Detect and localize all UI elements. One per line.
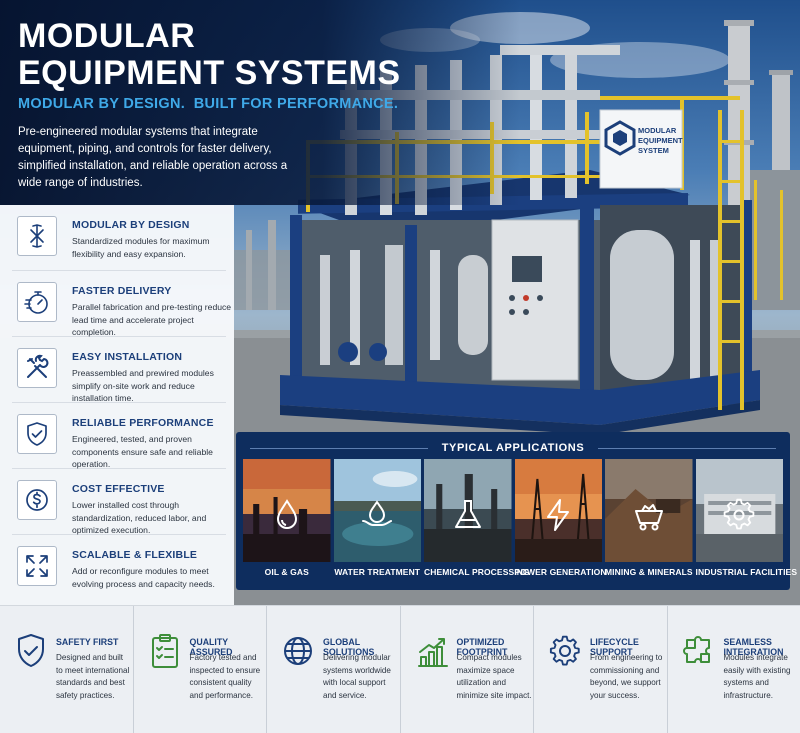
- feature-description: Compact modules maximize space utilizati…: [456, 653, 532, 700]
- application-mining-minerals[interactable]: MINING & MINERALS: [605, 459, 693, 585]
- header-rule-left: [250, 447, 428, 449]
- benefit-title: MODULAR BY DESIGN: [72, 219, 190, 231]
- application-label: INDUSTRIAL FACILITIES: [695, 567, 798, 577]
- feature-description: Modules integrate easily with existing s…: [723, 653, 791, 700]
- application-label: OIL & GAS: [264, 567, 309, 577]
- hero-section: MODULAR EQUIPMENT SYSTEM MODULAR EQUIPME…: [0, 0, 800, 605]
- shield-check-icon: [18, 634, 44, 667]
- mine-cart-icon: [634, 503, 663, 530]
- features-footer: SAFETY FIRST Designed and built to meet …: [0, 605, 800, 733]
- module-sign-line3: SYSTEM: [638, 146, 669, 155]
- tagline: MODULAR BY DESIGN. BUILT FOR PERFORMANCE…: [18, 96, 399, 112]
- intro-paragraph: Pre-engineered modular systems that inte…: [18, 126, 288, 189]
- module-sign-line2: EQUIPMENT: [638, 136, 683, 145]
- benefit-title: FASTER DELIVERY: [72, 285, 172, 297]
- module-sign-line1: MODULAR: [638, 126, 677, 135]
- application-photo: [243, 459, 331, 562]
- feature-item: OPTIMIZED FOOTPRINT Compact modules maxi…: [401, 606, 534, 733]
- application-photo: [514, 459, 602, 562]
- growth-chart-icon: [417, 638, 448, 667]
- feature-item: LIFECYCLE SUPPORT From engineering to co…: [534, 606, 668, 733]
- benefit-title: SCALABLE & FLEXIBLE: [72, 549, 198, 561]
- benefit-title: RELIABLE PERFORMANCE: [72, 417, 214, 429]
- applications-grid: OIL & GAS WATER TREATMENT: [243, 459, 798, 585]
- applications-title: TYPICAL APPLICATIONS: [441, 442, 585, 454]
- globe-icon: [284, 637, 312, 665]
- feature-description: Delivering modular systems worldwide wit…: [323, 653, 391, 700]
- header-rule-right: [598, 447, 776, 449]
- benefit-item: MODULAR BY DESIGN Standardized modules f…: [12, 205, 226, 271]
- benefits-list: MODULAR BY DESIGN Standardized modules f…: [0, 205, 234, 605]
- page-title: MODULAR EQUIPMENT SYSTEMS: [18, 18, 401, 92]
- feature-title: LIFECYCLE SUPPORT: [590, 637, 639, 657]
- dollar-coin-icon: [17, 480, 57, 520]
- feature-title: SAFETY FIRST: [56, 637, 119, 647]
- benefit-description: Engineered, tested, and proven component…: [72, 434, 213, 469]
- benefit-item: COST EFFECTIVE Lower installed cost thro…: [12, 469, 226, 535]
- feature-item: SEAMLESS INTEGRATION Modules integrate e…: [668, 606, 800, 733]
- shield-check-icon: [17, 414, 57, 454]
- application-oil-gas[interactable]: OIL & GAS: [243, 459, 331, 585]
- puzzle-icon: [682, 636, 710, 663]
- application-photo: [333, 459, 421, 562]
- feature-description: From engineering to commissioning and be…: [590, 653, 663, 700]
- benefit-description: Lower installed cost through standardiza…: [72, 500, 207, 535]
- application-photo: [695, 459, 783, 562]
- benefit-description: Standardized modules for maximum flexibi…: [72, 236, 210, 259]
- benefit-item: RELIABLE PERFORMANCE Engineered, tested,…: [12, 403, 226, 469]
- benefit-item: FASTER DELIVERY Parallel fabrication and…: [12, 271, 231, 337]
- feature-item: SAFETY FIRST Designed and built to meet …: [0, 606, 134, 733]
- application-label: WATER TREATMENT: [334, 567, 421, 577]
- application-label: CHEMICAL PROCESSING: [424, 567, 530, 577]
- application-photo: [424, 459, 512, 562]
- gear-icon: [723, 498, 755, 529]
- benefit-item: SCALABLE & FLEXIBLE Add or reconfigure m…: [12, 535, 226, 601]
- stopwatch-icon: [17, 282, 57, 322]
- feature-title: GLOBAL SOLUTIONS: [323, 637, 375, 657]
- applications-header: TYPICAL APPLICATIONS: [236, 440, 790, 456]
- application-water-treatment[interactable]: WATER TREATMENT: [333, 459, 421, 585]
- water-hand-icon: [362, 499, 393, 526]
- clipboard-checklist-icon: [151, 634, 178, 668]
- application-power-generation[interactable]: POWER GENERATION: [514, 459, 607, 585]
- benefit-title: EASY INSTALLATION: [72, 351, 183, 363]
- flask-icon: [454, 499, 481, 528]
- feature-title: SEAMLESS INTEGRATION: [723, 637, 784, 657]
- page-title-line1: MODULAR: [18, 17, 196, 55]
- module-sign: MODULAR EQUIPMENT SYSTEM: [638, 126, 684, 156]
- application-label: POWER GENERATION: [514, 567, 607, 577]
- typical-applications-panel: TYPICAL APPLICATIONS OIL & GAS: [236, 432, 798, 590]
- benefit-item: EASY INSTALLATION Preassembled and prewi…: [12, 337, 226, 403]
- hero-text-backdrop: [0, 0, 520, 205]
- feature-item: QUALITY ASSURED Factory tested and inspe…: [134, 606, 267, 733]
- feature-title: OPTIMIZED FOOTPRINT: [456, 637, 508, 657]
- lifecycle-gear-icon: [549, 635, 580, 666]
- feature-item: GLOBAL SOLUTIONS Delivering modular syst…: [267, 606, 401, 733]
- feature-description: Factory tested and inspected to ensure c…: [189, 653, 261, 700]
- application-chemical-processing[interactable]: CHEMICAL PROCESSING: [424, 459, 530, 585]
- benefit-description: Preassembled and prewired modules simpli…: [72, 368, 214, 403]
- benefit-title: COST EFFECTIVE: [72, 483, 165, 495]
- wrench-screwdriver-icon: [17, 348, 57, 388]
- oil-drop-icon: [276, 498, 297, 529]
- modular-icon: [17, 216, 57, 256]
- feature-description: Designed and built to meet international…: [56, 653, 130, 700]
- benefit-description: Add or reconfigure modules to meet evolv…: [72, 566, 215, 589]
- benefit-description: Parallel fabrication and pre-testing red…: [72, 302, 232, 337]
- application-photo: [605, 459, 693, 562]
- feature-title: QUALITY ASSURED: [189, 637, 233, 657]
- lightning-icon: [547, 498, 570, 531]
- page-title-line2: EQUIPMENT SYSTEMS: [18, 54, 401, 92]
- application-label: MINING & MINERALS: [605, 567, 693, 577]
- application-industrial-facilities[interactable]: INDUSTRIAL FACILITIES: [695, 459, 798, 585]
- expand-arrows-icon: [17, 546, 57, 586]
